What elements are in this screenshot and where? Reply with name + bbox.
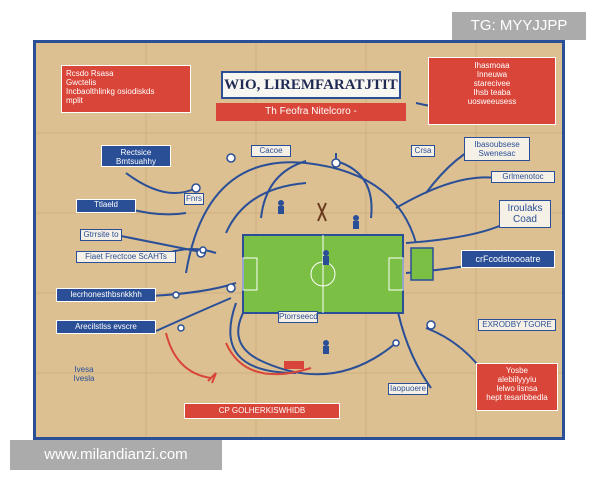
label-box-trs: Ibasoubsese Swenesac	[464, 137, 530, 161]
label-box-right-mid: crFcodstoooatre	[461, 250, 555, 268]
football-pitch	[242, 234, 404, 314]
goal-post-icon	[317, 202, 327, 222]
label-box-7: Iecrhonesthbsnkkhh	[56, 288, 156, 302]
label-box-w6: EXRODBY TGORE	[478, 319, 556, 331]
watermark-telegram: TG: MYYJJPP	[452, 12, 586, 40]
red-marker	[284, 361, 304, 369]
label-box-2: Ttlaeld	[76, 199, 136, 213]
page-title: WIO, LIREMFARATJTIT	[221, 71, 401, 99]
label-box-w1: Cacoe	[251, 145, 291, 157]
player-figures	[278, 200, 359, 354]
page-subtitle: Th Feofra Nitelcoro -	[216, 103, 406, 121]
label-plain-bottom-left: Ivesa Ivesla	[73, 365, 95, 383]
red-connector-lines	[165, 332, 312, 379]
top-left-callout: Rcsdo Rsasa Gwctelis Incbaolthlinkg osio…	[61, 65, 191, 113]
top-right-callout: Ihasmoaa Inneuwa starecivee Ihsb teaba u…	[428, 57, 556, 125]
connector-lines	[105, 102, 507, 389]
label-box-8: Arecilstlss evscre	[56, 320, 156, 334]
connector-nodes	[172, 153, 436, 347]
bottom-callout: CP GOLHERKISWHIDB	[184, 403, 340, 419]
label-box-1: Rectsice Bmtsuahhy	[101, 145, 171, 167]
red-arrow-icon	[207, 372, 217, 384]
label-box-w7: Iaopuoere	[388, 383, 428, 395]
mini-pitch	[410, 247, 434, 281]
label-box-w5: Ptorrseecd	[278, 311, 318, 323]
label-box-mid-right: Iroulaks Coad	[499, 200, 551, 228]
label-box-b6: Fiaet Frectcoe ScAHTs	[76, 251, 176, 263]
label-box-b3: Gtrrsite to	[80, 229, 122, 241]
watermark-url: www.milandianzi.com	[10, 440, 222, 470]
label-box-w4: Fnrs	[184, 193, 204, 205]
strategy-poster: Rcsdo Rsasa Gwctelis Incbaolthlinkg osio…	[33, 40, 565, 440]
bottom-right-callout: Yosbe alebiilyyyiu lelwo lisnsa hept tes…	[476, 363, 558, 411]
label-box-w2: Crsa	[411, 145, 435, 157]
label-box-w3: Grlmenotoc	[491, 171, 555, 183]
